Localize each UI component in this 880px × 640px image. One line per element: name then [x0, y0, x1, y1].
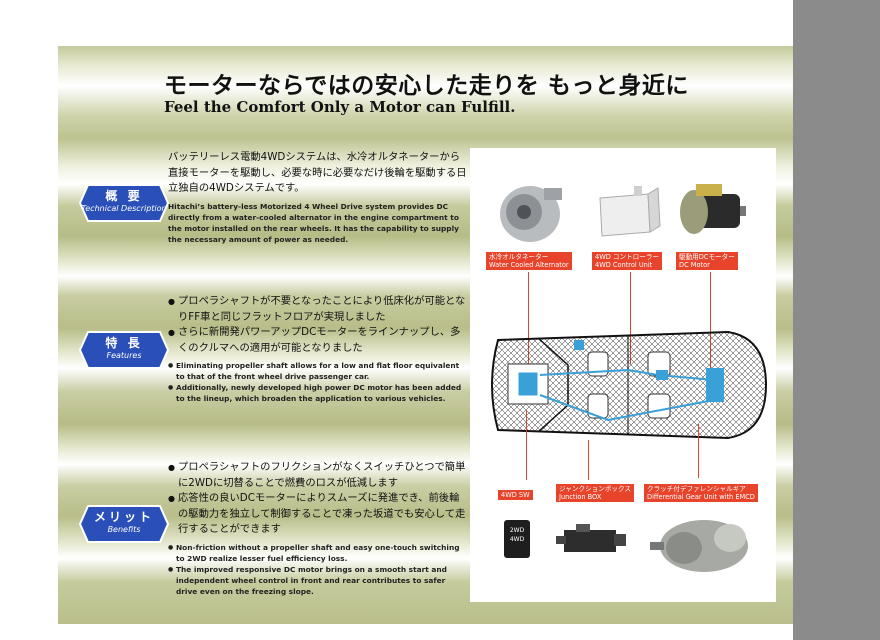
badge-en-label: Benefits — [107, 525, 141, 534]
section-benefits: ●プロペラシャフトのフリクションがなくスイッチひとつで簡単に2WDに切替ることで… — [168, 460, 468, 597]
bullet-icon: ● — [168, 297, 175, 306]
leader-line — [528, 272, 529, 368]
scan-corner — [793, 624, 880, 640]
bullet-text: プロペラシャフトのフリクションがなくスイッチひとつで簡単に2WDに切替ることで燃… — [178, 461, 466, 489]
bullet-icon: ● — [168, 328, 175, 337]
badge-benefits: メリット Benefits — [72, 504, 176, 544]
bullet-icon: ● — [168, 565, 174, 573]
badge-technical-description: 概 要 Technical Description — [72, 183, 176, 223]
bullet-text: さらに新開発パワーアップDCモーターをラインナップし、多くのクルマへの適用が可能… — [178, 326, 461, 354]
section-jp-text: バッテリーレス電動4WDシステムは、水冷オルタネーターから直接モーターを駆動し、… — [168, 151, 467, 194]
differential-gear-image — [650, 520, 748, 572]
dc-motor-image — [680, 184, 746, 234]
alternator-image — [500, 186, 562, 242]
badge-jp-label: 概 要 — [105, 189, 143, 203]
section-technical-description: バッテリーレス電動4WDシステムは、水冷オルタネーターから直接モーターを駆動し、… — [168, 150, 468, 245]
leader-line — [698, 424, 699, 478]
bullet-text: Non-friction without a propeller shaft a… — [176, 542, 460, 563]
bullet-icon: ● — [168, 362, 174, 369]
bullet-icon: ● — [168, 543, 174, 551]
badge-features: 特 長 Features — [72, 330, 176, 370]
badge-en-label: Technical Description — [81, 204, 167, 213]
vehicle-wireframe — [491, 330, 768, 440]
bullet-text: プロペラシャフトが不要となったことにより低床化が可能となりFF車と同じフラットフ… — [178, 295, 466, 323]
scan-margin-left — [0, 0, 58, 640]
bullet-text: 応答性の良いDCモーターによりスムーズに発進でき、前後輪の駆動力を独立して制御す… — [178, 492, 466, 535]
label-4wd-switch: 4WD SW — [498, 490, 533, 500]
page-title-en: Feel the Comfort Only a Motor can Fulfil… — [164, 98, 516, 116]
bullet-text: Additionally, newly developed high power… — [176, 383, 462, 403]
section-features: ●プロペラシャフトが不要となったことにより低床化が可能となりFF車と同じフラット… — [168, 294, 468, 404]
leader-line — [526, 410, 527, 480]
section-en-text: Hitachi’s battery-less Motorized 4 Wheel… — [168, 201, 459, 244]
badge-jp-label: 特 長 — [105, 336, 143, 350]
leader-line — [630, 272, 631, 364]
control-unit-image — [599, 186, 661, 237]
scan-margin-right — [793, 0, 880, 640]
leader-line — [710, 272, 711, 372]
bullet-icon: ● — [168, 494, 175, 503]
bullet-text: Eliminating propeller shaft allows for a… — [176, 361, 460, 381]
bullet-icon: ● — [168, 384, 174, 391]
badge-jp-label: メリット — [93, 510, 154, 524]
bullet-text: The improved responsive DC motor brings … — [176, 564, 447, 596]
bullet-icon: ● — [168, 463, 175, 472]
junction-box-image — [556, 524, 626, 552]
leader-line — [588, 440, 589, 480]
scan-margin-bottom — [0, 624, 880, 640]
page-title-jp: モーターならではの安心した走りを もっと身近に — [164, 73, 689, 99]
badge-en-label: Features — [106, 351, 142, 360]
